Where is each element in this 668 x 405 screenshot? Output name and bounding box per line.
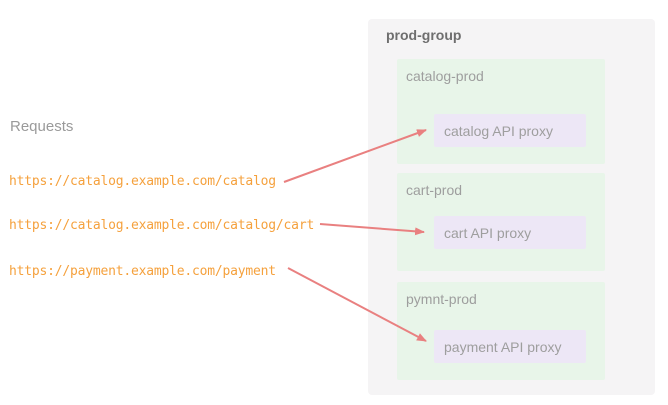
- proxy-label: catalog API proxy: [444, 122, 553, 139]
- environment-group-panel: prod-group catalog-prod catalog API prox…: [368, 19, 655, 395]
- request-url-catalog: https://catalog.example.com/catalog: [9, 174, 276, 189]
- proxy-label: cart API proxy: [444, 224, 532, 241]
- environment-label: catalog-prod: [406, 68, 484, 84]
- proxy-box-catalog: catalog API proxy: [434, 114, 586, 147]
- proxy-box-cart: cart API proxy: [434, 216, 586, 249]
- proxy-box-payment: payment API proxy: [434, 330, 586, 363]
- requests-heading: Requests: [10, 118, 74, 135]
- environment-label: pymnt-prod: [406, 291, 477, 307]
- group-title: prod-group: [386, 27, 462, 43]
- environment-label: cart-prod: [406, 182, 463, 198]
- environment-box-cart-prod: cart-prod cart API proxy: [397, 173, 605, 271]
- request-url-catalog-cart: https://catalog.example.com/catalog/cart: [9, 218, 315, 233]
- request-url-payment: https://payment.example.com/payment: [9, 264, 276, 279]
- environment-box-catalog-prod: catalog-prod catalog API proxy: [397, 59, 605, 164]
- environment-box-pymnt-prod: pymnt-prod payment API proxy: [397, 282, 605, 380]
- proxy-label: payment API proxy: [444, 338, 562, 355]
